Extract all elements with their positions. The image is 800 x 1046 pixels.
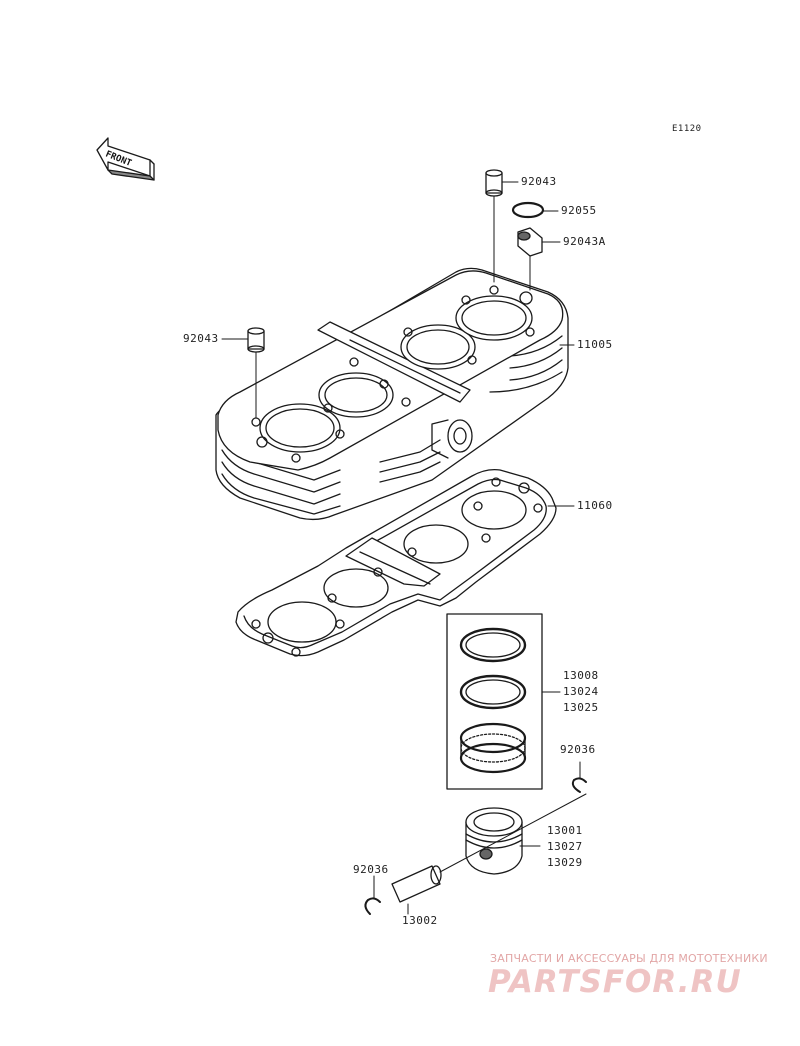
piston <box>465 807 523 875</box>
label-13027: 13027 <box>547 840 583 853</box>
label-92036-left: 92036 <box>353 863 389 876</box>
label-13002: 13002 <box>402 914 438 927</box>
diagram-code: E1120 <box>672 124 702 134</box>
watermark-logo: PARTSFOR.RU <box>488 964 742 1000</box>
piston-pin <box>391 865 442 903</box>
label-11005: 11005 <box>577 338 613 351</box>
label-11060: 11060 <box>577 499 613 512</box>
label-13008: 13008 <box>563 669 599 682</box>
o-ring <box>511 201 545 219</box>
label-13001: 13001 <box>547 824 583 837</box>
label-13025: 13025 <box>563 701 599 714</box>
label-92043-left: 92043 <box>183 332 219 345</box>
watermark-tagline: ЗАПЧАСТИ И АКСЕССУАРЫ ДЛЯ МОТОТЕХНИКИ <box>490 952 768 965</box>
label-92043a: 92043A <box>563 235 606 248</box>
label-13029: 13029 <box>547 856 583 869</box>
label-92036-right: 92036 <box>560 743 596 756</box>
circlip-left <box>364 897 381 915</box>
label-13024: 13024 <box>563 685 599 698</box>
dowel-pin-left <box>247 327 265 353</box>
dowel-pin-top <box>485 169 503 197</box>
dowel-pin-a <box>517 227 543 257</box>
piston-ring-set <box>446 613 543 790</box>
circlip-right <box>571 777 587 793</box>
label-92055: 92055 <box>561 204 597 217</box>
front-arrow-icon <box>96 137 155 181</box>
cylinder-block <box>215 267 569 521</box>
label-92043-top: 92043 <box>521 175 557 188</box>
base-gasket <box>235 468 557 657</box>
